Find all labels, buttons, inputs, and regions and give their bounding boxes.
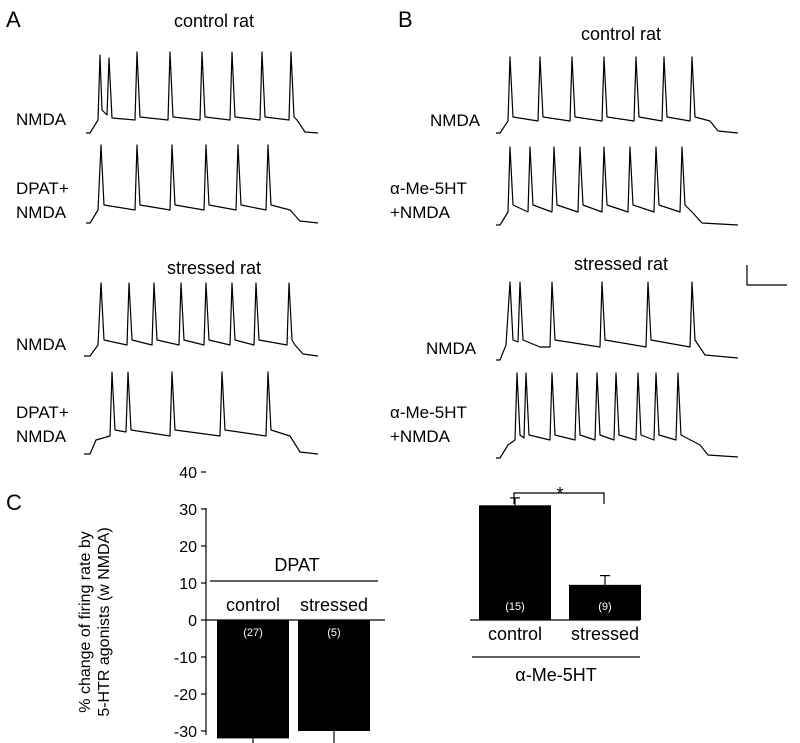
y-axis-label-line-1: % change of firing rate by xyxy=(77,531,94,712)
bar-chart: % change of firing rate by 5-HTR agonist… xyxy=(77,465,641,743)
bar-n-label: (9) xyxy=(598,601,611,613)
bar-dpat-stressed xyxy=(298,620,370,731)
significance-bracket xyxy=(513,492,605,504)
panel-b-control-ame-label-2: +NMDA xyxy=(390,203,451,222)
panel-b-stressed-nmda-label: NMDA xyxy=(426,339,477,358)
y-tick-label: -10 xyxy=(174,650,197,667)
y-tick-label: -20 xyxy=(174,687,197,704)
category-label: stressed xyxy=(300,595,368,615)
trace-b-stressed-ame xyxy=(496,372,739,459)
trace-b-control-nmda xyxy=(496,56,739,134)
panel-b-stressed-ame-label-2: +NMDA xyxy=(390,427,451,446)
panel-label-b: B xyxy=(398,7,413,32)
panel-b-control-ame-label-1: α-Me-5HT xyxy=(390,179,467,198)
y-axis-label-line-2: 5-HTR agonists (w NMDA) xyxy=(96,527,113,716)
panel-a-stressed-dpat-label-1: DPAT+ xyxy=(16,403,69,422)
group-labels: control stressed control stressed DPAT α-Me-5… xyxy=(210,484,640,685)
y-ticks: 40 30 20 10 0 -10 -20 -30 xyxy=(174,465,206,741)
bar-n-label: (27) xyxy=(243,627,263,639)
panel-b-control-nmda-label: NMDA xyxy=(430,111,481,130)
bars: (27) (5) (15) (9) xyxy=(217,497,641,743)
bar-me5ht-stressed xyxy=(569,584,641,620)
bar-n-label: (5) xyxy=(327,627,340,639)
trace-a-control-nmda xyxy=(86,51,319,134)
y-tick-label: 20 xyxy=(179,539,197,556)
significance-star: * xyxy=(556,484,563,504)
group-label-ame: α-Me-5HT xyxy=(515,665,596,685)
y-tick-label: 30 xyxy=(179,502,197,519)
panel-a-control-header: control rat xyxy=(174,11,254,31)
y-tick-label: 10 xyxy=(179,576,197,593)
panel-a-control-dpat-label-2: NMDA xyxy=(16,203,67,222)
trace-a-control-dpat xyxy=(86,144,319,224)
bar-dpat-control xyxy=(217,620,289,739)
panel-b-stressed-ame-label-1: α-Me-5HT xyxy=(390,403,467,422)
trace-b-stressed-nmda xyxy=(496,281,739,361)
panel-a-stressed-header: stressed rat xyxy=(167,258,261,278)
group-label-dpat: DPAT xyxy=(274,555,319,575)
category-label: control xyxy=(488,624,542,644)
panel-label-a: A xyxy=(6,7,21,32)
trace-b-control-ame xyxy=(496,146,739,226)
panel-a-stressed-nmda-label: NMDA xyxy=(16,335,67,354)
y-tick-label: 40 xyxy=(179,465,197,482)
trace-a-stressed-nmda xyxy=(84,282,319,357)
panel-a-control-nmda-label: NMDA xyxy=(16,110,67,129)
trace-a-stressed-dpat xyxy=(84,371,319,455)
bar-me5ht-control xyxy=(479,505,551,620)
voltage-traces xyxy=(84,51,739,459)
category-label: stressed xyxy=(571,624,639,644)
scale-bar xyxy=(746,265,787,286)
panel-b-stressed-header: stressed rat xyxy=(574,254,668,274)
y-tick-label: -30 xyxy=(174,724,197,741)
y-tick-label: 0 xyxy=(188,613,197,630)
category-label: control xyxy=(226,595,280,615)
panel-b-control-header: control rat xyxy=(581,24,661,44)
panel-label-c: C xyxy=(6,490,22,515)
panel-a-stressed-dpat-label-2: NMDA xyxy=(16,427,67,446)
panel-a-control-dpat-label-1: DPAT+ xyxy=(16,179,69,198)
bar-n-label: (15) xyxy=(505,601,525,613)
